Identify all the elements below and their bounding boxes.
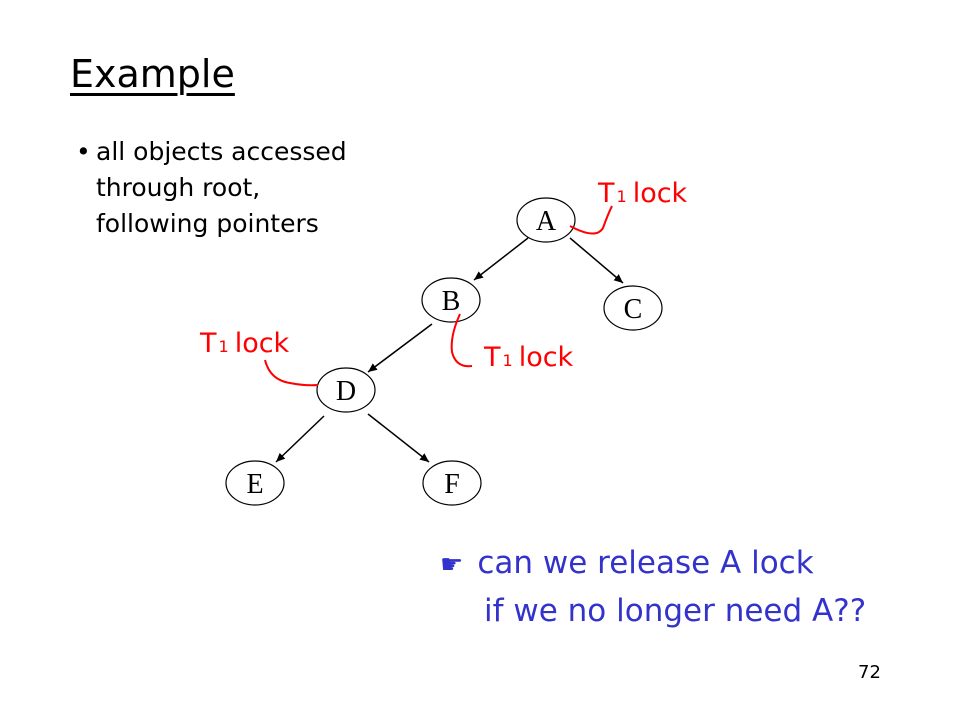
node-e: E: [225, 460, 285, 506]
node-b: B: [421, 277, 481, 323]
bullet-marker: •: [76, 137, 91, 166]
node-a-label: A: [536, 206, 557, 237]
lock-connector-b: [450, 313, 473, 368]
bullet-line-3: following pointers: [96, 209, 319, 238]
edge-d-e: [275, 415, 325, 463]
bullet-line-1: all objects accessed: [96, 137, 347, 166]
node-d-label: D: [336, 376, 356, 407]
node-e-label: E: [246, 469, 263, 500]
edge-a-b: [473, 237, 529, 281]
lock-connector-a: [569, 205, 613, 235]
node-c: C: [603, 285, 663, 331]
node-d: D: [316, 367, 376, 413]
bullet-point: • all objects accessed through root, fol…: [76, 134, 347, 242]
pointing-hand-icon: ☛: [440, 550, 464, 580]
question-line-1: can we release A lock: [477, 545, 814, 581]
bullet-line-2: through root,: [96, 173, 261, 202]
slide-title: Example: [70, 52, 235, 96]
edge-b-d: [367, 323, 433, 373]
node-c-label: C: [624, 294, 643, 325]
edge-d-f: [367, 413, 430, 463]
node-a: A: [516, 197, 576, 243]
node-b-label: B: [442, 286, 461, 317]
node-f-label: F: [444, 469, 460, 500]
lock-connector-d: [264, 359, 319, 387]
question-text: ☛ can we release A lock if we no longer n…: [440, 540, 866, 634]
question-line-2: if we no longer need A??: [484, 593, 867, 629]
page-number: 72: [858, 662, 881, 683]
node-f: F: [422, 460, 482, 506]
edge-a-c: [569, 237, 624, 284]
